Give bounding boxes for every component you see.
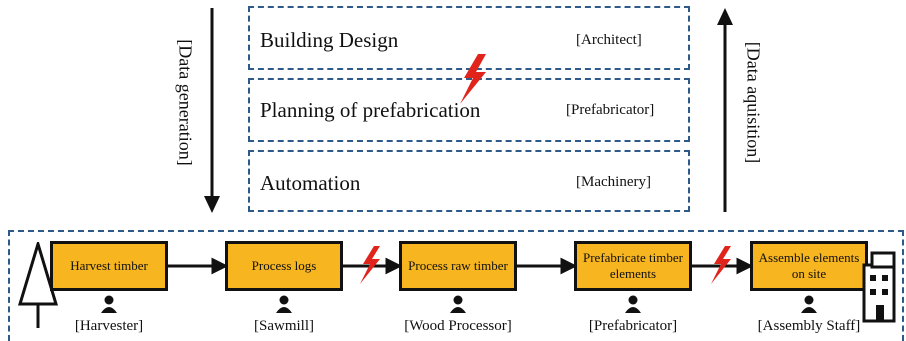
row-planning-prefabrication — [248, 78, 690, 142]
tree-icon — [17, 242, 59, 328]
lightning-icon — [711, 246, 731, 284]
down-arrow-icon — [204, 8, 220, 213]
actor-label: [Prefabricator] — [588, 318, 678, 334]
actor-label: [Sawmill] — [254, 318, 314, 334]
building-icon — [862, 251, 896, 323]
step-assemble-elements: Assemble elements on site — [750, 241, 868, 291]
process-chain-box — [8, 230, 904, 341]
step-process-logs: Process logs — [225, 241, 343, 291]
person-icon — [625, 295, 641, 313]
person-icon — [101, 295, 117, 313]
lightning-icon — [460, 54, 486, 104]
row-title: Automation — [260, 171, 361, 195]
actor-label: [Wood Processor] — [404, 318, 512, 334]
row-role: [Machinery] — [576, 174, 651, 190]
row-title: Planning of prefabrication — [260, 98, 481, 122]
row-building-design — [248, 6, 690, 70]
up-arrow-icon — [717, 8, 733, 212]
row-role: [Prefabricator] — [566, 102, 655, 118]
step-prefabricate-timber-elements: Prefabricate timber elements — [574, 241, 692, 291]
person-icon — [276, 295, 292, 313]
row-title: Building Design — [260, 28, 399, 52]
actor-label: [Assembly Staff] — [757, 318, 861, 334]
step-process-raw-timber: Process raw timber — [399, 241, 517, 291]
person-icon — [450, 295, 466, 313]
person-icon — [801, 295, 817, 313]
actor-label: [Harvester] — [74, 318, 144, 334]
row-role: [Architect] — [576, 32, 642, 48]
row-automation — [248, 150, 690, 212]
step-harvest-timber: Harvest timber — [50, 241, 168, 291]
lightning-icon — [360, 246, 380, 284]
